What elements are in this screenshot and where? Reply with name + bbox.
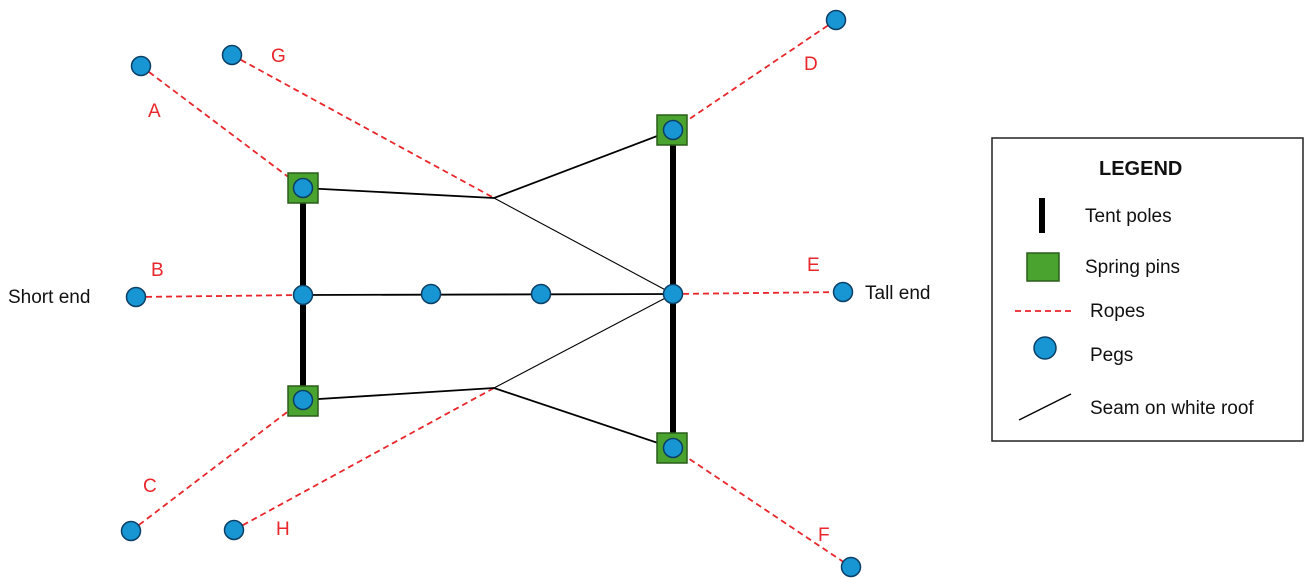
tent-poles — [300, 130, 676, 448]
legend-title: LEGEND — [1099, 158, 1182, 180]
peg-h — [223, 519, 245, 541]
rope-h — [233, 387, 495, 531]
rope-label-c: C — [143, 476, 157, 497]
peg-tall-bottom — [662, 437, 684, 459]
ropes — [130, 19, 852, 568]
rope-label-a: A — [148, 101, 161, 122]
short-end-label: Short end — [8, 287, 90, 308]
legend-box — [991, 137, 1304, 442]
peg-e — [832, 281, 854, 303]
seam-top-diagonal — [493, 197, 674, 295]
rope-c — [130, 399, 304, 532]
pegs — [120, 9, 862, 578]
legend: LEGEND Tent poles Spring pins Ropes Pegs… — [991, 137, 1304, 442]
legend-label-spring-pins: Spring pins — [1085, 257, 1180, 278]
peg-short-bottom — [292, 389, 314, 411]
peg-short-middle — [292, 284, 314, 306]
legend-label-ropes: Ropes — [1090, 301, 1145, 322]
peg-d — [825, 9, 847, 31]
peg-a — [130, 55, 152, 77]
seam-bottom-left — [302, 387, 495, 401]
rope-label-d: D — [804, 54, 818, 75]
seam-bottom-diagonal — [493, 293, 674, 389]
seam-top-right — [493, 129, 674, 199]
tall-end-label: Tall end — [865, 283, 931, 304]
peg-icon — [1033, 336, 1057, 360]
rope-label-e: E — [807, 255, 820, 276]
legend-label-seam: Seam on white roof — [1090, 398, 1254, 419]
peg-f — [840, 556, 862, 578]
rope-label-h: H — [276, 519, 290, 540]
peg-c — [120, 520, 142, 542]
rope-a — [140, 65, 304, 189]
peg-g — [221, 44, 243, 66]
peg-tall-top — [662, 119, 684, 141]
legend-label-pegs: Pegs — [1090, 345, 1133, 366]
seam-bottom-right — [493, 387, 674, 449]
rope-d — [672, 19, 837, 131]
peg-ridge-2 — [530, 283, 552, 305]
rope-label-f: F — [818, 525, 830, 546]
rope-b — [135, 294, 304, 298]
peg-ridge-1 — [420, 283, 442, 305]
rope-label-b: B — [151, 260, 164, 281]
rope-g — [231, 54, 495, 199]
spring-pins — [287, 114, 688, 464]
seam-top-left — [302, 187, 495, 199]
seam-ridge — [302, 293, 674, 296]
legend-label-tent-poles: Tent poles — [1085, 206, 1172, 227]
peg-short-top — [292, 177, 314, 199]
peg-b — [125, 286, 147, 308]
rope-label-g: G — [271, 46, 286, 67]
seam-icon — [1018, 393, 1072, 421]
rope-e — [672, 291, 844, 295]
spring-pin-icon — [1026, 252, 1060, 282]
rope-f — [672, 447, 852, 568]
peg-tall-middle — [662, 283, 684, 305]
seams — [302, 129, 674, 449]
